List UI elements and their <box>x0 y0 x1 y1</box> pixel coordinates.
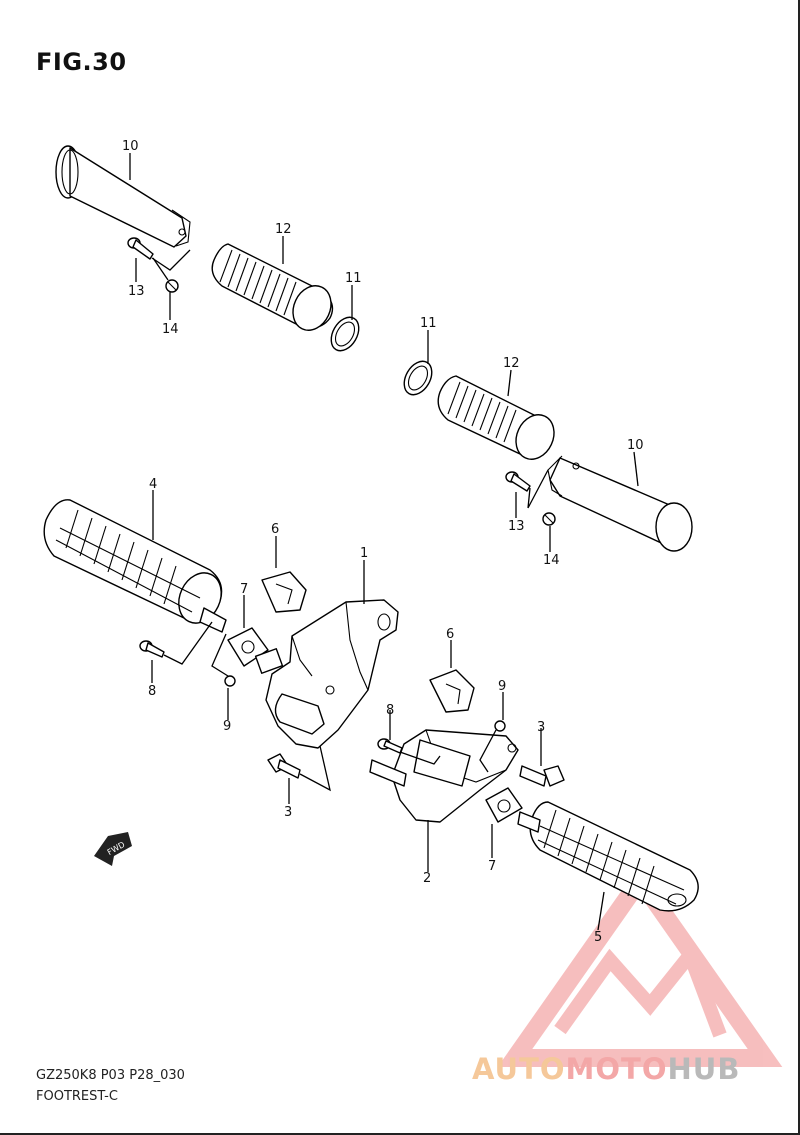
callout-7-left: 7 <box>240 582 248 597</box>
watermark-logo <box>497 864 783 1067</box>
callout-4: 4 <box>149 477 157 492</box>
part-12-grip-upper <box>211 243 334 331</box>
callout-11-lower: 11 <box>420 316 437 331</box>
callout-14-upper: 14 <box>162 322 179 337</box>
callout-13-lower: 13 <box>508 519 525 534</box>
part-6-clip-right <box>429 669 475 713</box>
watermark-text: AUTOMOTOHUB <box>472 1052 740 1086</box>
leader-lines <box>129 153 639 931</box>
part-3-bolt-right <box>519 765 565 787</box>
watermark-hub: HUB <box>667 1052 741 1086</box>
part-7-washer-right <box>485 787 523 823</box>
callout-8-right: 8 <box>386 703 394 718</box>
part-12-grip-lower <box>437 375 555 460</box>
part-8-bolt-right <box>377 738 403 754</box>
part-9-nut-right <box>494 720 506 732</box>
callout-9-left: 9 <box>223 719 231 734</box>
callout-numbers: 10 12 11 13 14 11 12 10 13 14 4 6 7 1 8 … <box>122 139 644 945</box>
callout-12-upper: 12 <box>275 222 292 237</box>
callout-3-right: 3 <box>537 720 545 735</box>
part-13-bolt-upper <box>127 237 154 260</box>
figure-name: FOOTREST-C <box>36 1089 118 1104</box>
part-3-bolt-left <box>267 753 301 779</box>
callout-6-left: 6 <box>271 522 279 537</box>
part-13-bolt-lower <box>505 471 531 492</box>
callout-6-right: 6 <box>446 627 454 642</box>
part-14-clip-upper <box>165 279 179 293</box>
part-1-bracket <box>254 599 399 749</box>
callout-5: 5 <box>594 930 602 945</box>
part-6-clip-left <box>261 571 307 613</box>
callout-1: 1 <box>360 546 368 561</box>
callout-8-left: 8 <box>148 684 156 699</box>
callout-10-lower: 10 <box>627 438 644 453</box>
figure-title: FIG.30 <box>36 48 127 76</box>
watermark-auto: AUTO <box>472 1052 566 1086</box>
part-14-clip-lower <box>542 512 556 526</box>
part-11-washer-lower <box>403 360 433 396</box>
callout-10-upper: 10 <box>122 139 139 154</box>
fwd-arrow-icon: FWD <box>94 832 132 866</box>
part-11-washer-upper <box>330 316 360 352</box>
callout-3-left: 3 <box>284 805 292 820</box>
right-border <box>798 0 800 1135</box>
callout-13-upper: 13 <box>128 284 145 299</box>
bottom-border <box>0 1133 800 1135</box>
callout-7-right: 7 <box>488 859 496 874</box>
callout-9-right: 9 <box>498 679 506 694</box>
part-10-upper <box>55 145 191 248</box>
callout-2: 2 <box>423 871 431 886</box>
callout-12-lower: 12 <box>503 356 520 371</box>
part-5-peg-rubber-right <box>517 801 699 912</box>
watermark-moto: MOTO <box>565 1052 668 1086</box>
part-4-peg-rubber-left <box>43 499 227 633</box>
part-8-bolt-left <box>139 640 165 658</box>
callout-11-upper: 11 <box>345 271 362 286</box>
callout-14-lower: 14 <box>543 553 560 568</box>
part-10-lower <box>547 455 693 552</box>
part-9-nut-left <box>224 675 236 687</box>
figure-code: GZ250K8 P03 P28_030 <box>36 1068 185 1083</box>
part-2-bracket <box>369 729 519 823</box>
